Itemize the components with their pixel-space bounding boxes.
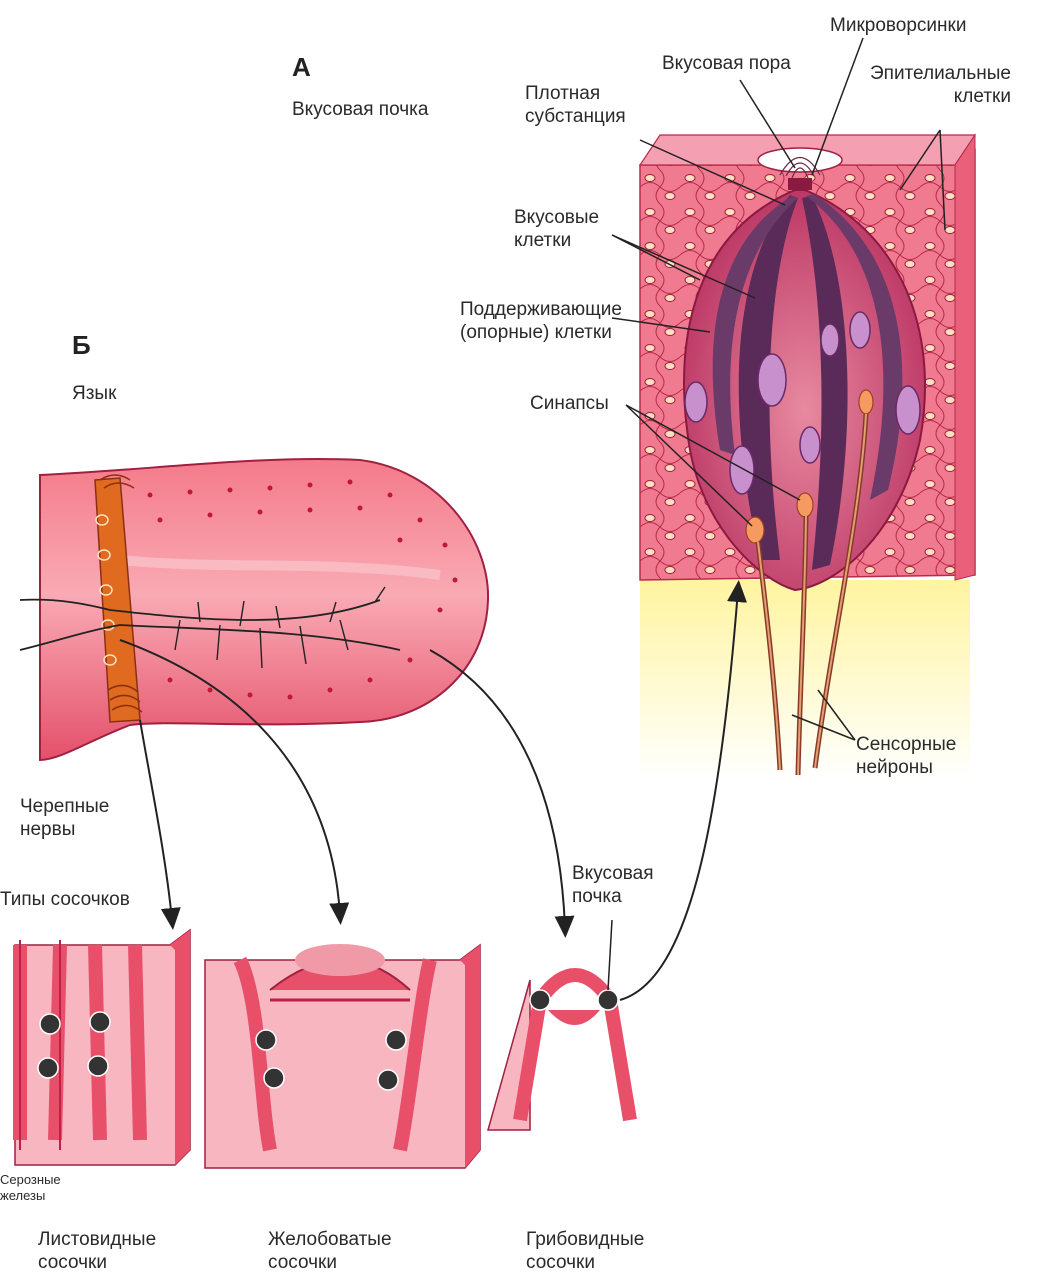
label-dense-substance: Плотная субстанция: [525, 82, 626, 128]
section-b-letter: Б: [72, 330, 91, 361]
label-taste-pore: Вкусовая пора: [662, 52, 791, 75]
label-taste-cells: Вкусовые клетки: [514, 206, 599, 252]
label-epithelial-cells: Эпителиальные клетки: [870, 62, 1011, 108]
foliate-papillae-block: [15, 930, 190, 1165]
label-microvilli: Микроворсинки: [830, 14, 966, 37]
label-taste-bud-small: Вкусовая почка: [572, 862, 654, 908]
label-fungiform-papillae: Грибовидные сосочки: [526, 1228, 644, 1274]
fungiform-papillae-block: [488, 920, 630, 1130]
section-a-title: Вкусовая почка: [292, 98, 428, 121]
label-sensory-neurons: Сенсорные нейроны: [856, 733, 956, 779]
label-foliate-papillae: Листовидные сосочки: [38, 1228, 156, 1274]
section-b-title: Язык: [72, 382, 116, 405]
label-synapses: Синапсы: [530, 392, 609, 415]
label-serous-glands: Серозные железы: [0, 1172, 61, 1204]
label-cranial-nerves: Черепные нервы: [20, 795, 109, 841]
taste-bud-block: [640, 135, 975, 780]
circumvallate-papillae-block: [205, 944, 480, 1168]
section-a-letter: А: [292, 52, 311, 83]
label-papillae-types: Типы сосочков: [0, 888, 130, 911]
label-supporting-cells: Поддерживающие (опорные) клетки: [460, 298, 622, 344]
label-circumvallate-papillae: Желобоватые сосочки: [268, 1228, 392, 1274]
tongue-illustration: [20, 459, 488, 760]
